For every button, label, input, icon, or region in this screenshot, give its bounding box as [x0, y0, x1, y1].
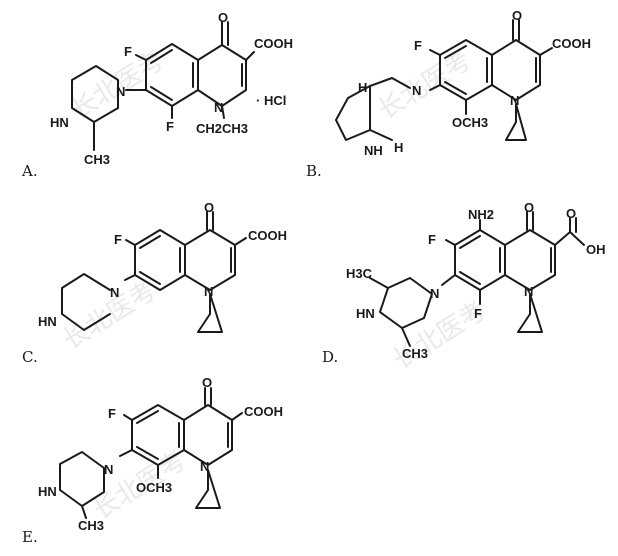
atom-cooh: COOH — [244, 404, 283, 419]
atom-f: F — [414, 38, 422, 53]
atom-o: O — [202, 375, 212, 390]
atom-n: N — [214, 100, 223, 115]
atom-nh: HN — [38, 484, 57, 499]
atom-och3: OCH3 — [452, 115, 488, 130]
atom-n: N — [200, 459, 209, 474]
structure-e: E. O COOH F N N HN CH3 OCH3 — [22, 375, 283, 546]
atom-f: F — [114, 232, 122, 247]
atom-f: F — [108, 406, 116, 421]
salt-label: · HCl — [256, 93, 286, 108]
atom-cooh: COOH — [552, 36, 591, 51]
atom-ch3: CH3 — [402, 346, 428, 361]
structure-c: C. O COOH F N N HN — [22, 200, 287, 366]
atom-o: O — [524, 200, 534, 215]
atom-nh: HN — [356, 306, 375, 321]
atom-n: N — [104, 462, 113, 477]
atom-n: N — [116, 84, 125, 99]
option-label-e: E. — [22, 528, 38, 546]
structure-a: A. O COOH F F N N HN CH3 CH2CH3 · HCl — [21, 10, 293, 180]
atom-f: F — [428, 232, 436, 247]
atom-cooh: COOH — [248, 228, 287, 243]
atom-ethyl: CH2CH3 — [196, 121, 248, 136]
atom-n: N — [204, 284, 213, 299]
atom-f: F — [166, 119, 174, 134]
atom-nh: NH — [364, 143, 383, 158]
atom-f: F — [474, 306, 482, 321]
atom-nh: HN — [38, 314, 57, 329]
option-label-d: D. — [322, 348, 338, 366]
atom-och3: OCH3 — [136, 480, 172, 495]
atom-nh2: NH2 — [468, 207, 494, 222]
atom-n: N — [412, 83, 421, 98]
atom-f: F — [124, 44, 132, 59]
atom-h: H — [394, 140, 403, 155]
atom-ch3: H3C — [346, 266, 373, 281]
atom-n: N — [430, 286, 439, 301]
atom-o: O — [204, 200, 214, 215]
atom-cooh: COOH — [254, 36, 293, 51]
watermark: 长北医考 — [373, 45, 477, 126]
atom-n: N — [524, 284, 533, 299]
atom-n: N — [110, 285, 119, 300]
option-label-c: C. — [22, 348, 38, 366]
atom-ch3: CH3 — [78, 518, 104, 533]
option-label-b: B. — [306, 162, 322, 180]
atom-oh: OH — [586, 242, 606, 257]
atom-o: O — [512, 8, 522, 23]
atom-n: N — [510, 93, 519, 108]
atom-ch3: CH3 — [84, 152, 110, 167]
atom-o: O — [218, 10, 228, 25]
option-label-a: A. — [21, 162, 38, 180]
atom-h: H — [358, 80, 367, 95]
atom-o: O — [566, 206, 576, 221]
structure-b: B. O COOH F N N H H NH OCH3 — [306, 8, 591, 180]
atom-nh: HN — [50, 115, 69, 130]
structure-d: D. O O OH NH2 F F N N HN H3C CH3 — [322, 200, 606, 366]
